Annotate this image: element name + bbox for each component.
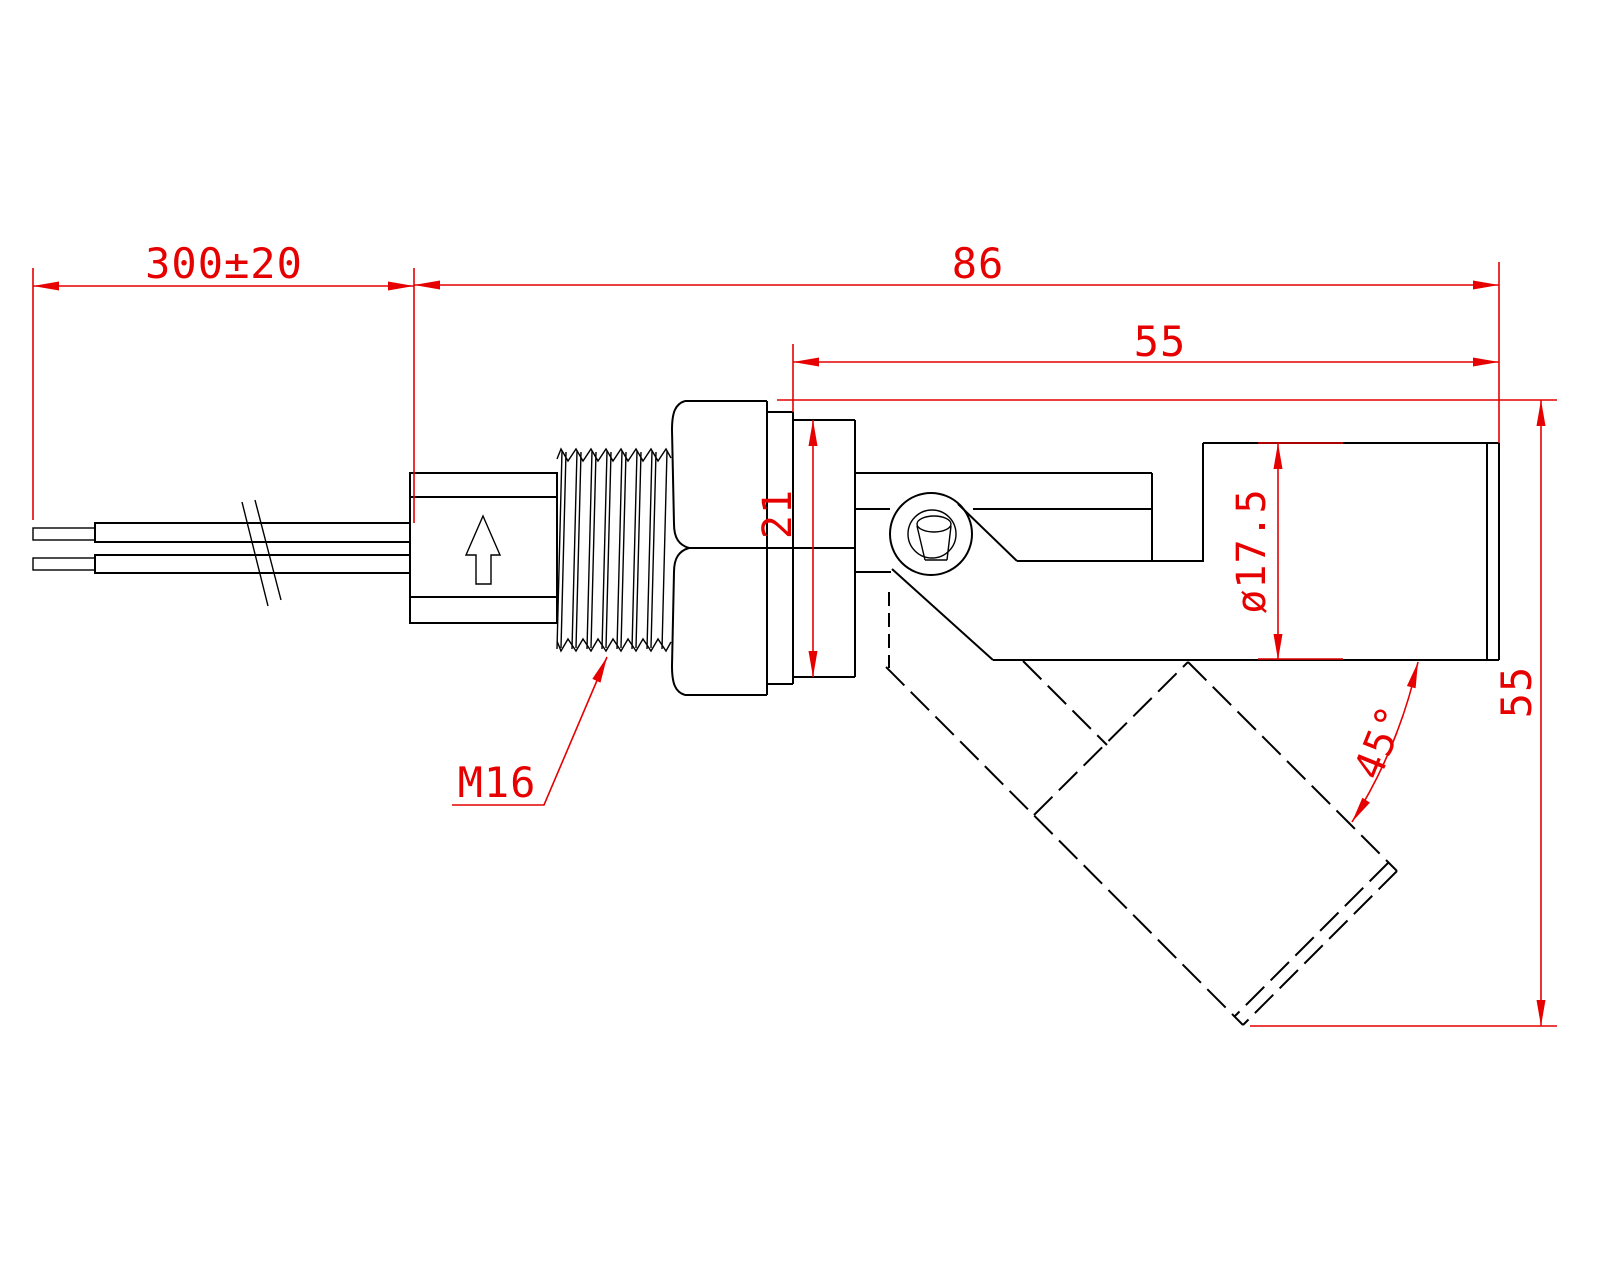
dim-overall-height-text: 55: [1492, 666, 1541, 719]
dim-cable-length-text: 300±20: [145, 239, 303, 288]
hex-nut: [670, 400, 855, 696]
dimension-flange-height: 21: [755, 420, 818, 677]
float-45deg-position: [885, 592, 1398, 1026]
float-horizontal: [1202, 442, 1500, 661]
extension-lines: [32, 262, 1557, 1027]
dimension-float-diameter: ø17.5: [1229, 443, 1283, 660]
dimension-overall-height: 55: [1492, 400, 1546, 1026]
up-arrow-icon: [464, 514, 502, 585]
dim-float-diameter-text: ø17.5: [1229, 488, 1275, 613]
washer: [767, 411, 794, 685]
label-thread-spec-text: M16: [458, 758, 537, 807]
dim-stem-length-text: 55: [1134, 317, 1187, 366]
cable-wires: [32, 522, 411, 574]
sensor-body: [409, 472, 558, 624]
pivot-hinge: [889, 492, 973, 576]
thread-m16: [556, 447, 672, 653]
dimension-total-length: 86: [414, 239, 1499, 290]
dim-flange-height-text: 21: [755, 489, 801, 539]
dimension-cable-length: 300±20: [33, 239, 414, 291]
label-thread-spec: M16: [452, 656, 608, 807]
cable-break-icon: [241, 499, 282, 607]
dim-total-length-text: 86: [952, 239, 1005, 288]
mounting-flange: [793, 419, 856, 678]
dimension-float-angle: 45°: [1346, 661, 1419, 823]
dim-float-angle-text: 45°: [1346, 699, 1417, 786]
dimension-stem-length: 55: [793, 317, 1499, 367]
hinge-arm: [856, 472, 1203, 661]
